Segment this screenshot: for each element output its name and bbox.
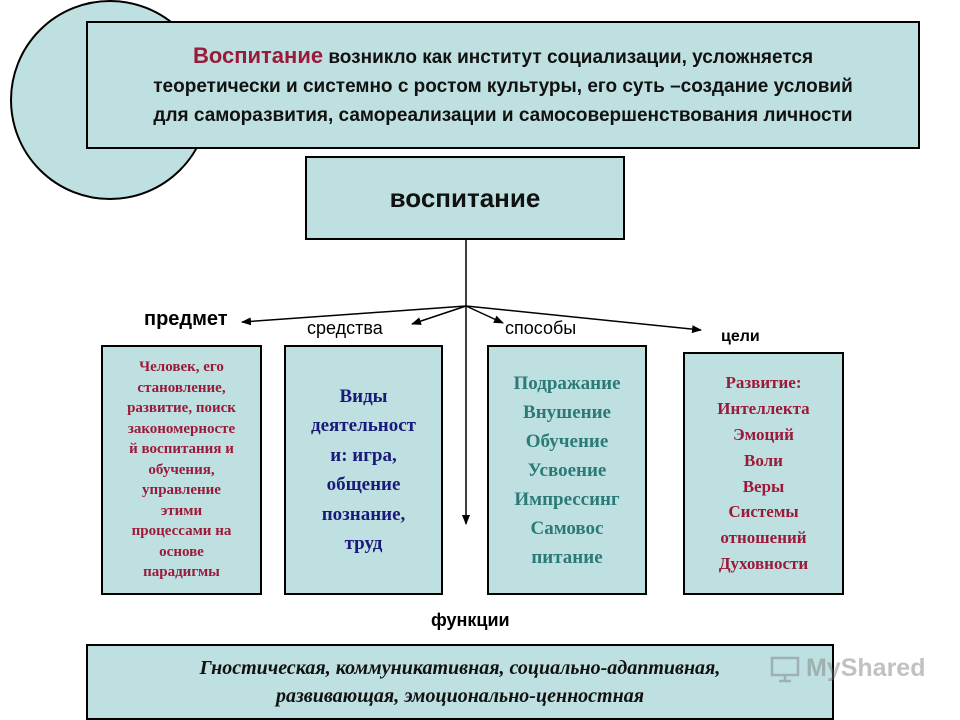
arrow-to-goals <box>465 305 702 334</box>
goals-line: Эмоций <box>733 424 794 444</box>
subject-line: парадигмы <box>143 564 220 581</box>
presentation-screen-icon <box>770 656 800 682</box>
means-line: общение <box>326 474 401 495</box>
subject-line: основе <box>159 543 204 560</box>
goals-box: Развитие: Интеллекта Эмоций Воли Веры Си… <box>683 352 844 595</box>
label-functions: функции <box>431 610 510 630</box>
methods-box: Подражание Внушение Обучение Усвоение Им… <box>487 345 647 595</box>
means-line: деятельност <box>310 415 416 436</box>
subject-line: управление <box>142 482 221 499</box>
subject-line: закономерносте <box>127 420 236 437</box>
subject-line: Человек, его <box>139 359 224 376</box>
methods-line: Импрессинг <box>514 488 620 510</box>
arrow-to-methods <box>465 305 504 324</box>
methods-line: питание <box>531 546 603 568</box>
means-line: Виды <box>339 385 388 407</box>
definition-line-1: Воспитание возникло как институт социали… <box>193 41 813 72</box>
functions-line: развивающая, эмоционально-ценностная <box>275 685 645 707</box>
means-line: труд <box>344 533 383 554</box>
methods-line: Внушение <box>523 401 611 423</box>
goals-line: Развитие: <box>725 373 802 393</box>
definition-line-3: для саморазвития, самореализации и самос… <box>153 104 853 126</box>
definition-block: Воспитание возникло как институт социали… <box>86 21 920 149</box>
goals-line: Воли <box>744 450 783 470</box>
methods-line: Подражание <box>513 372 621 394</box>
definition-highlight: Воспитание <box>192 42 324 68</box>
methods-line: Самовос <box>530 517 604 539</box>
subject-line: этими <box>160 502 203 519</box>
label-goals: цели <box>721 328 760 345</box>
arrow-to-subject <box>241 305 467 326</box>
functions-line: Гностическая, коммуникативная, социально… <box>199 657 721 679</box>
subject-line: процессами на <box>131 523 232 540</box>
goals-line: Системы <box>728 502 799 522</box>
definition-line-2: теоретически и системно с ростом культур… <box>153 75 853 97</box>
central-node: воспитание <box>305 156 625 240</box>
watermark-text: MyShared <box>806 654 926 682</box>
definition-text: возникло как институт социализации, усло… <box>323 46 814 68</box>
subject-box: Человек, его становление, развитие, поис… <box>101 345 262 595</box>
goals-line: Духовности <box>718 553 809 573</box>
means-box: Виды деятельност и: игра, общение познан… <box>284 345 443 595</box>
watermark: MyShared <box>770 654 925 683</box>
subject-line: й воспитания и <box>129 441 234 458</box>
functions-box: Гностическая, коммуникативная, социально… <box>86 644 834 720</box>
goals-line: Интеллекта <box>717 399 810 419</box>
subject-line: обучения, <box>148 461 215 478</box>
goals-line: Веры <box>742 476 785 496</box>
label-means: средства <box>307 318 383 338</box>
label-subject: предмет <box>144 308 228 330</box>
arrow-to-means <box>411 305 467 325</box>
means-line: познание, <box>321 503 406 525</box>
means-line: и: игра, <box>330 444 397 466</box>
subject-line: развитие, поиск <box>127 400 236 417</box>
central-node-label: воспитание <box>389 182 541 213</box>
subject-line: становление, <box>137 379 226 396</box>
label-methods: способы <box>505 318 577 338</box>
methods-line: Усвоение <box>527 459 607 481</box>
goals-line: отношений <box>720 528 807 548</box>
methods-line: Обучение <box>525 430 609 452</box>
